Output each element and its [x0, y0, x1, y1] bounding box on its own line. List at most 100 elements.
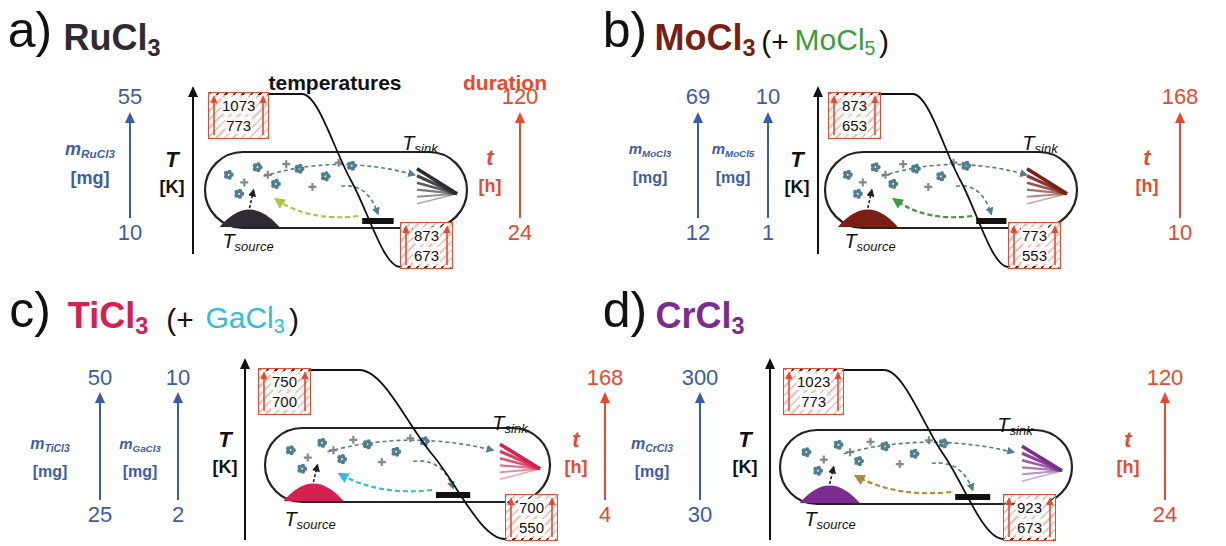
arrow-head [188, 86, 198, 97]
temperature-value: 700 [518, 499, 545, 516]
molecule [282, 160, 290, 168]
arrow-head [173, 392, 183, 403]
molecule [308, 183, 316, 191]
zone-label: Tsource [284, 509, 335, 531]
temperature-box: 923673 [1003, 494, 1056, 541]
axis-arrow [769, 367, 771, 540]
crystal [417, 176, 457, 194]
molecule [395, 447, 399, 451]
axis-label: mMoCl5 [712, 141, 755, 158]
molecule [820, 456, 828, 464]
temperature-value: 1073 [221, 97, 256, 114]
source-powder [838, 210, 898, 228]
temperature-value: 1023 [796, 372, 831, 392]
zone-label: Tsource [844, 231, 895, 253]
compound-name: MoCl5 [795, 25, 876, 58]
flow-arrow [250, 190, 254, 208]
crystal [500, 469, 540, 480]
temperature-value: 553 [1021, 246, 1048, 266]
flow-arrow [313, 465, 317, 482]
temperature-value: 773 [221, 116, 256, 136]
axis-value: 12 [686, 222, 710, 244]
axis-label: mRuCl3 [65, 140, 115, 160]
temperature-value: 773 [796, 392, 831, 412]
temperature-box: 773553 [1008, 222, 1061, 269]
zone-label: Tsink [1022, 133, 1057, 155]
flow-arrow [844, 442, 1014, 453]
temperature-value: 773 [800, 393, 827, 410]
temperature-box: 700550 [505, 494, 558, 541]
crystal [1027, 169, 1067, 194]
zone-label: Tsource [222, 231, 273, 253]
axis-label: mCrCl3 [631, 436, 673, 454]
ampoule [205, 152, 467, 228]
zone-label: Tsink [402, 133, 437, 155]
molecule [913, 449, 917, 453]
axis-arrow [99, 401, 101, 500]
crystal [500, 458, 540, 468]
crystal [1027, 190, 1067, 194]
molecule [924, 183, 932, 191]
flow-arrow [276, 199, 359, 217]
axis-arrow [699, 401, 701, 500]
axis-arrow [817, 95, 819, 254]
panel-letter: c) [9, 285, 51, 335]
molecule [289, 445, 293, 449]
axis-label: T [165, 149, 178, 171]
axis-arrow [1164, 401, 1166, 500]
temperature-profile [830, 94, 1059, 267]
axis-label: t [486, 147, 493, 169]
molecule [858, 456, 862, 460]
crystal [417, 194, 457, 204]
panel-illustration [693, 86, 1185, 254]
compound-name: TiCl3 [68, 298, 148, 338]
axis-value: 4 [599, 504, 611, 526]
compound-note: ) [289, 305, 299, 335]
temperature-box: 873653 [828, 92, 881, 139]
axis-title: temperatures [268, 72, 401, 93]
axis-label: T [218, 429, 231, 451]
axis-value: 10 [166, 367, 190, 389]
molecule [846, 170, 850, 174]
axis-value: 10 [756, 86, 780, 108]
source-powder [283, 484, 343, 502]
arrow-head [765, 358, 775, 369]
arrow-head [1160, 392, 1170, 403]
crystal [500, 465, 540, 468]
molecule [301, 464, 305, 468]
temperature-value: 653 [841, 117, 868, 134]
molecule [940, 171, 944, 175]
compound-name: RuCl3 [63, 20, 160, 60]
zone-label: Tsink [492, 413, 527, 435]
molecule [856, 189, 860, 193]
axis-label: mMoCl3 [629, 141, 672, 158]
substrate [976, 218, 1006, 224]
crystal [1027, 176, 1067, 194]
flow-arrow [868, 190, 872, 208]
axis-value: 168 [587, 367, 624, 389]
molecule [406, 434, 414, 442]
temperature-value: 550 [518, 519, 545, 536]
arrow-head [813, 86, 823, 97]
temperature-value: 700 [271, 392, 298, 412]
flow-arrow [894, 199, 972, 217]
temperature-value: 700 [271, 393, 298, 410]
temperature-value: 873 [841, 97, 868, 114]
axis-arrow [604, 401, 606, 500]
temperature-value: 653 [841, 116, 868, 136]
compound-name: CrCl3 [655, 298, 744, 338]
axis-arrow [519, 121, 521, 218]
molecule [341, 454, 345, 458]
temperature-value: 550 [518, 518, 545, 538]
axis-value: 1 [762, 222, 774, 244]
axis-value: 24 [508, 222, 532, 244]
molecule [324, 171, 328, 175]
compound-note: (+ [166, 305, 194, 335]
molecule [304, 454, 312, 462]
temperature-value: 1073 [221, 96, 256, 116]
temperature-value: 673 [1016, 518, 1043, 538]
molecule [925, 436, 933, 444]
molecule [349, 436, 357, 444]
flow-arrow [339, 474, 432, 491]
temperature-value: 750 [271, 372, 298, 392]
